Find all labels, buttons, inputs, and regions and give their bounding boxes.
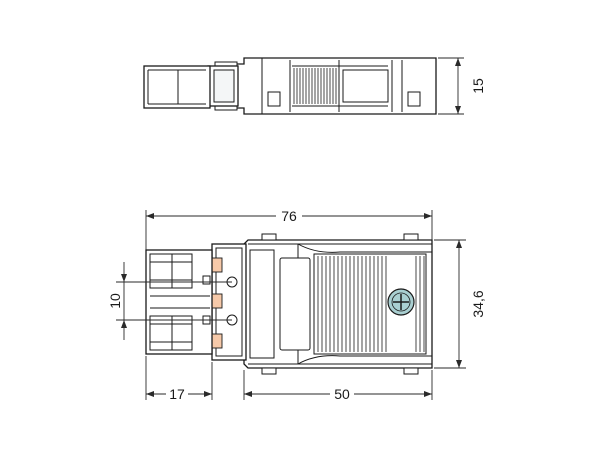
- screw-icon: [387, 288, 415, 316]
- dimension-label-pitch: 10: [107, 293, 123, 309]
- front-view-window: [279, 257, 311, 351]
- dimension-top-height: 15: [438, 57, 486, 115]
- dimension-total-length: 76: [145, 206, 433, 250]
- dimension-pitch: 10: [107, 262, 232, 340]
- dimension-label-pin-length: 17: [169, 386, 185, 402]
- dimension-body-length: 50: [243, 370, 433, 403]
- dimension-label-total-length: 76: [281, 208, 297, 224]
- contact-1: [211, 257, 223, 273]
- contact-2: [211, 293, 223, 309]
- dimension-label-top-height: 15: [470, 78, 486, 94]
- top-view: [143, 57, 437, 115]
- contact-3: [211, 333, 223, 349]
- top-view-plug-body: [143, 65, 211, 109]
- front-view: [145, 233, 433, 375]
- dimension-body-height: 34,6: [434, 239, 486, 369]
- top-view-ribs: [293, 68, 337, 104]
- dimension-label-body-height: 34,6: [470, 290, 486, 317]
- dimension-pin-length: 17: [145, 356, 213, 403]
- front-view-ribs: [317, 256, 425, 352]
- dimension-label-body-length: 50: [334, 386, 350, 402]
